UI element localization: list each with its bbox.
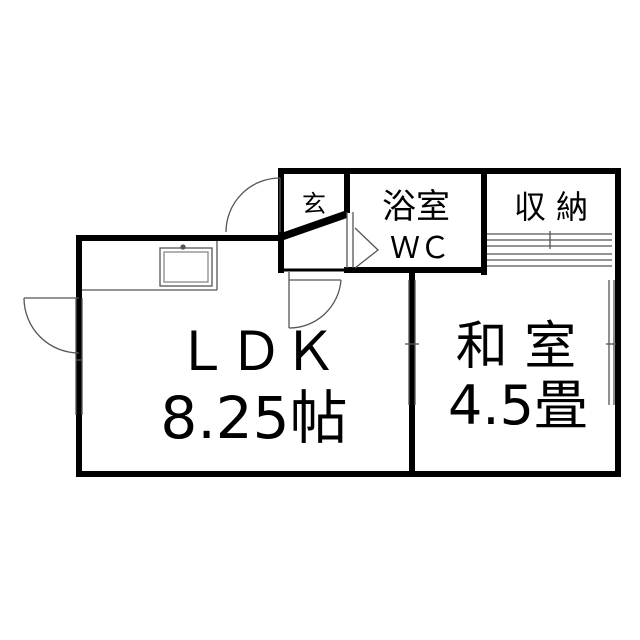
genkan-step	[284, 210, 347, 240]
corridor-door	[288, 272, 342, 329]
ldk-name: ＬＤＫ	[175, 320, 337, 383]
storage-doors	[487, 231, 612, 267]
genkan-label: 玄	[302, 190, 326, 218]
washitsu-size: 4.5畳	[448, 374, 588, 437]
ldk-size: 8.25帖	[160, 384, 347, 452]
sink	[159, 247, 213, 287]
washitsu-sliding-doors	[405, 280, 419, 405]
entrance-door	[225, 177, 281, 233]
wc-label: ＷＣ	[390, 231, 450, 266]
washitsu-window	[606, 280, 616, 405]
left-door	[23, 297, 83, 415]
storage-label: 収 納	[514, 188, 588, 226]
walls	[76, 168, 621, 477]
kitchen-counter	[82, 241, 218, 291]
washitsu-name: 和 室	[456, 317, 577, 377]
bath-door	[346, 212, 379, 269]
bathroom-label: 浴室	[382, 187, 450, 227]
